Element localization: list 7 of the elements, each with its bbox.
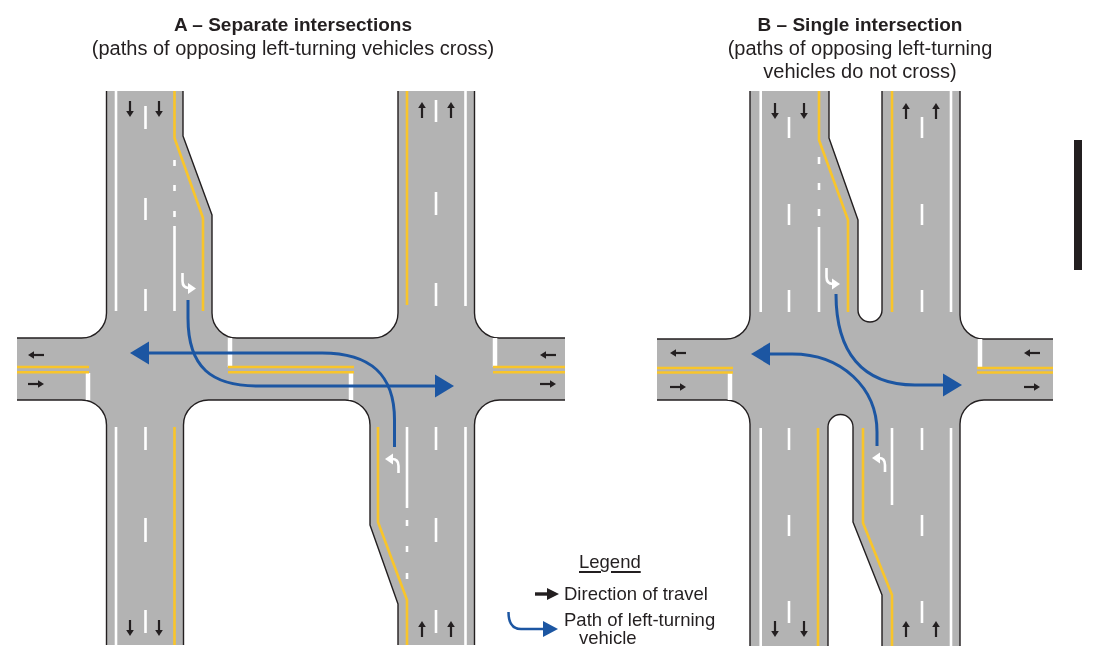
- panel-subtitle: (paths of opposing left-turning vehicles cross): [91, 36, 495, 60]
- legend-label: Direction of travel: [564, 585, 708, 603]
- legend-label: Path of left-turning vehicle: [564, 611, 717, 647]
- panel-subtitle: (paths of opposing left-turning vehicles do not cross): [727, 36, 993, 83]
- panel-title: A – Separate intersections: [174, 13, 412, 36]
- panel-title: B – Single intersection: [757, 13, 963, 36]
- legend-heading: Legend: [579, 553, 641, 571]
